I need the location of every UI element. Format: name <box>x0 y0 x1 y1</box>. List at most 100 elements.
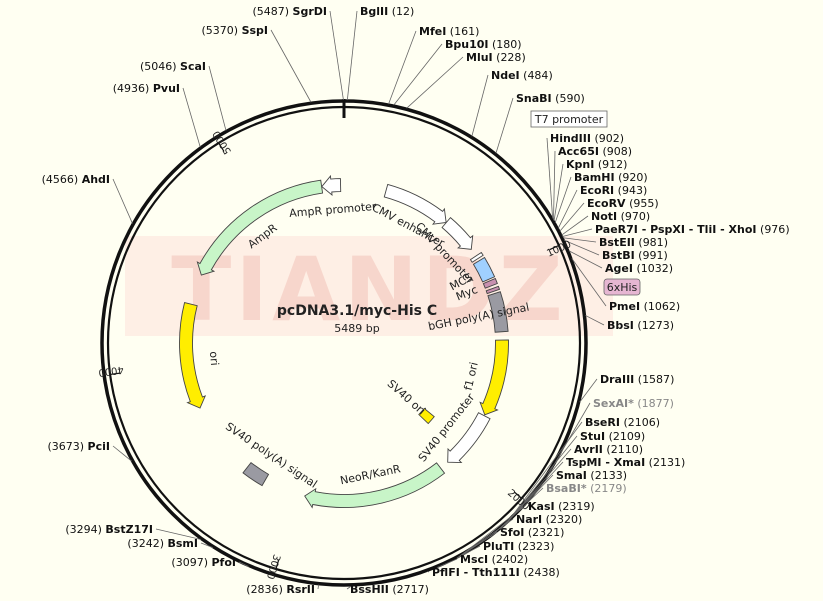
site-mlui: MluI (228) <box>466 51 526 64</box>
feature-label-his: 6xHis <box>607 281 638 294</box>
site-leader <box>457 505 526 559</box>
site-name: DraIII <box>600 373 634 386</box>
feature-ori <box>179 301 207 409</box>
site-sep: ( <box>489 38 497 51</box>
site-sep: ( <box>542 513 550 526</box>
site-sep: ) <box>641 430 645 443</box>
site-name: BstEII <box>599 236 635 249</box>
feature-f1-ori <box>479 339 509 416</box>
site-leader <box>579 378 598 403</box>
site-name: AvrII <box>574 443 603 456</box>
site-name: SfoI <box>500 526 524 539</box>
site-name: KpnI <box>566 158 594 171</box>
site-sep: ) <box>410 5 414 18</box>
site-pos: 943 <box>622 184 643 197</box>
site-kpni: KpnI (912) <box>566 158 627 171</box>
feature-sv40-promoter <box>447 412 491 464</box>
site-pos: 991 <box>642 249 663 262</box>
feature-label-ori: ori <box>207 351 221 366</box>
site-name: BseRI <box>585 416 620 429</box>
site-sep: ) <box>643 171 647 184</box>
tick-mark <box>275 559 280 570</box>
site-pos: 3242 <box>132 537 160 550</box>
site-noti: NotI (970) <box>591 210 650 223</box>
site-sep: ( <box>617 210 625 223</box>
site-sep: ) <box>664 236 668 249</box>
site-sep: ( <box>65 523 69 536</box>
site-pos: 1877 <box>642 397 670 410</box>
site-pos: 2106 <box>628 416 656 429</box>
site-bamhi: BamHI (920) <box>574 171 648 184</box>
site-hindiii: HindIII (902) <box>550 132 624 145</box>
site-sep: ( <box>113 82 117 95</box>
plasmid-size: 5489 bp <box>334 322 379 335</box>
site-sep: ) <box>622 482 626 495</box>
site-leader <box>471 74 489 137</box>
site-pos: 5370 <box>206 24 234 37</box>
site-leader-lines <box>112 10 607 590</box>
site-sep: ) <box>580 92 584 105</box>
site-pos: 2109 <box>613 430 641 443</box>
site-pos: 1587 <box>642 373 670 386</box>
site-name: AgeI <box>605 262 633 275</box>
site-draiii: DraIII (1587) <box>600 373 674 386</box>
site-name: SexAI* <box>593 397 634 410</box>
site-leader <box>568 250 603 269</box>
site-name: BsmI <box>168 537 199 550</box>
site-sep: ) <box>628 145 632 158</box>
site-sep: ( <box>388 5 396 18</box>
site-sep: ) <box>548 69 552 82</box>
site-name: PluTI <box>483 540 514 553</box>
site-pos: 2323 <box>522 540 550 553</box>
site-name: PciI <box>88 440 110 453</box>
site-name: BssHII <box>350 583 389 596</box>
site-scai: (5046) ScaI <box>140 60 206 73</box>
tick-mark <box>110 372 121 376</box>
site-leader <box>200 542 214 549</box>
feature-ampr-promoter <box>321 174 342 197</box>
site-paer7i-pspxi-tlii-xhoi: PaeR7I - PspXI - TliI - XhoI (976) <box>595 223 790 236</box>
site-pos: 2131 <box>653 456 681 469</box>
site-sep: ( <box>634 397 642 410</box>
site-name: SgrDI <box>293 5 327 18</box>
site-bbsi: BbsI (1273) <box>607 319 674 332</box>
site-bsshii: BssHII (2717) <box>350 583 429 596</box>
site-pos: 981 <box>643 236 664 249</box>
site-pos: 3673 <box>52 440 80 453</box>
site-name: Bpu10I <box>445 38 489 51</box>
site-sep: ) <box>172 60 180 73</box>
site-ecori: EcoRI (943) <box>580 184 647 197</box>
t7-label-box <box>530 110 608 128</box>
site-name: PvuI <box>153 82 180 95</box>
site-sep: ( <box>626 197 634 210</box>
site-agei: AgeI (1032) <box>605 262 673 275</box>
site-leader <box>317 584 319 590</box>
site-sep: ( <box>614 184 622 197</box>
site-sep: ( <box>446 25 454 38</box>
site-pos: 5487 <box>257 5 285 18</box>
site-sep: ) <box>234 24 242 37</box>
site-leader <box>388 30 417 105</box>
feature-his <box>485 285 501 295</box>
site-leader <box>182 87 201 148</box>
site-bglii: BglII (12) <box>360 5 414 18</box>
site-name: NdeI <box>491 69 520 82</box>
site-name: NarI <box>516 513 542 526</box>
site-bstbi: BstBI (991) <box>602 249 668 262</box>
site-pos: 590 <box>559 92 580 105</box>
site-sep: ( <box>591 132 599 145</box>
site-pos: 12 <box>396 5 410 18</box>
site-sep: ) <box>623 158 627 171</box>
site-sep: ) <box>656 416 660 429</box>
site-leader <box>456 545 481 559</box>
site-pos: 2133 <box>595 469 623 482</box>
site-name: EcoRI <box>580 184 614 197</box>
site-name: NotI <box>591 210 617 223</box>
site-name: BstBI <box>602 249 635 262</box>
site-leader <box>553 150 556 220</box>
site-kasi: KasI (2319) <box>528 500 595 513</box>
site-leader <box>557 189 578 229</box>
site-leader <box>561 215 589 236</box>
site-sep: ( <box>201 24 205 37</box>
site-leader <box>427 570 430 573</box>
